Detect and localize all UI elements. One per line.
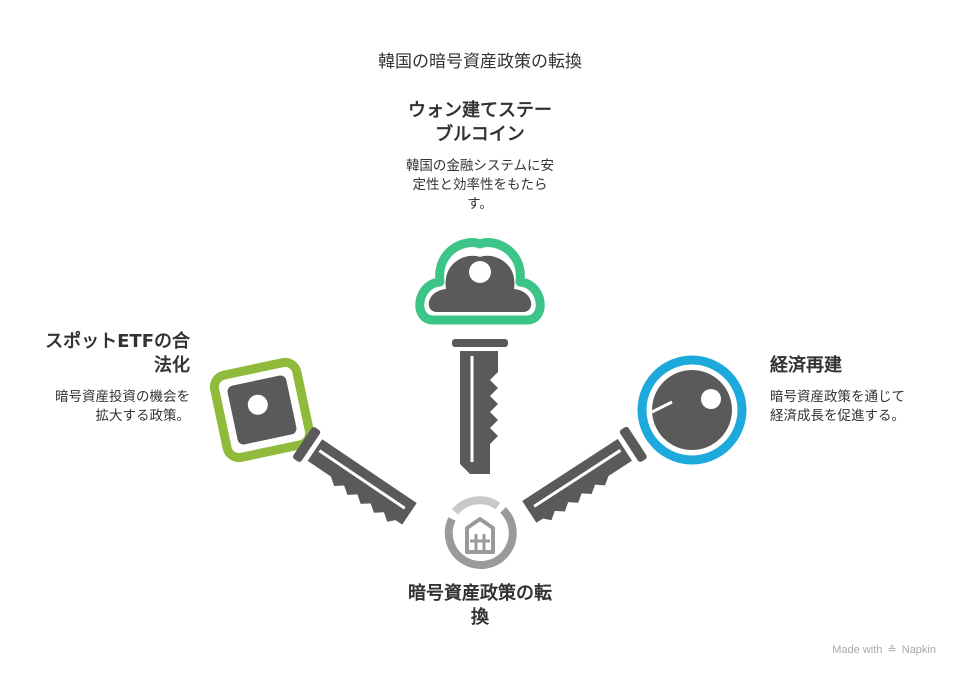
bank-building-icon (465, 517, 495, 554)
napkin-logo-icon: ≗ (887, 644, 897, 656)
right-key-head (652, 370, 732, 450)
center-ring-gap (451, 496, 501, 515)
left-key-collar (293, 427, 321, 462)
top-description-line: す。 (467, 196, 493, 212)
left-heading: スポットETFの合 法化 (20, 330, 190, 378)
top-key-collar (452, 339, 508, 347)
top-key (415, 238, 545, 474)
top-key-ring (415, 238, 545, 325)
left-heading-line: スポットETFの合 (45, 331, 190, 352)
center-heading-line: 換 (471, 607, 489, 628)
left-key-ring (209, 357, 315, 463)
left-key-groove (318, 449, 406, 510)
right-heading: 経済再建 (770, 355, 842, 376)
top-description: 韓国の金融システムに安 定性と効率性をもたら す。 (380, 157, 580, 214)
napkin-brand: Napkin (901, 644, 936, 656)
center-heading-line: 暗号資産政策の転 (408, 583, 552, 604)
top-key-hole (469, 261, 491, 283)
top-description-line: 定性と効率性をもたら (412, 177, 548, 193)
center-hub (444, 496, 517, 569)
right-key-hole (701, 389, 721, 409)
right-key-ring (637, 355, 747, 465)
right-key-collar (619, 426, 647, 462)
right-key (522, 355, 747, 523)
top-heading-line: ブルコイン (435, 124, 525, 145)
right-description: 暗号資産政策を通じて 経済成長を促進する。 (770, 388, 940, 426)
center-ring-arc (444, 507, 517, 569)
right-key-notch (651, 400, 673, 414)
left-description: 暗号資産投資の機会を 拡大する政策。 (20, 388, 190, 426)
left-key-hole (247, 394, 268, 415)
right-key-groove (533, 449, 622, 508)
center-heading: 暗号資産政策の転 換 (380, 582, 580, 630)
left-heading-line: 法化 (154, 355, 190, 376)
made-with-text: Made with (832, 644, 883, 656)
left-key (209, 357, 417, 525)
top-heading-line: ウォン建てステー (408, 100, 552, 121)
right-description-line: 経済成長を促進する。 (770, 408, 905, 424)
napkin-credit[interactable]: Made with ≗ Napkin (832, 643, 936, 656)
page-title: 韓国の暗号資産政策の転換 (378, 52, 582, 72)
right-description-line: 暗号資産政策を通じて (770, 389, 905, 405)
top-description-line: 韓国の金融システムに安 (405, 158, 555, 174)
left-description-line: 暗号資産投資の機会を (55, 389, 190, 405)
top-heading: ウォン建てステー ブルコイン (380, 99, 580, 147)
top-key-head (428, 255, 532, 312)
left-description-line: 拡大する政策。 (95, 408, 191, 424)
top-key-blade (460, 351, 498, 474)
